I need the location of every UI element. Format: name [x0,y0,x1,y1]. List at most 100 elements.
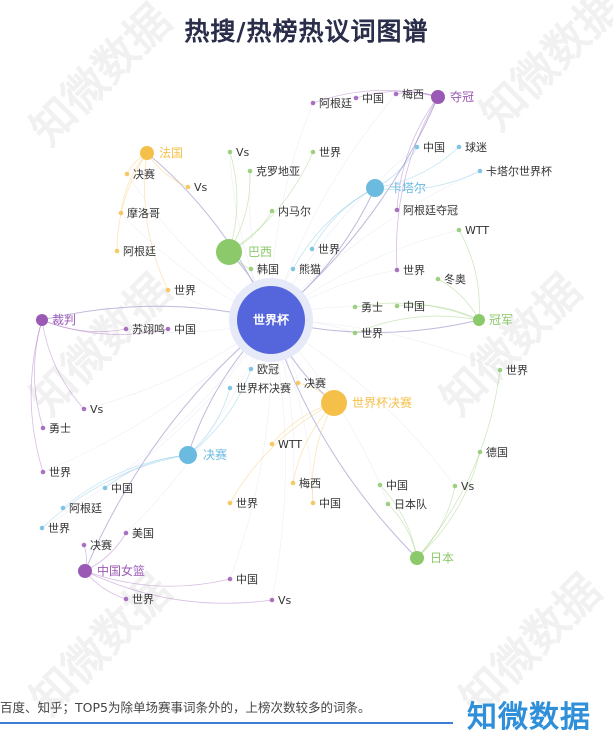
leaf-node[interactable]: 球迷 [456,140,487,154]
footer-note: 百度、知乎；TOP5为除单场赛事词条外的，上榜次数较多的词条。 [0,700,371,715]
leaf-node[interactable]: 世界 [39,522,70,535]
edge [84,570,273,604]
leaf-node[interactable]: 世界 [394,264,425,277]
edge [84,319,272,572]
hub-node[interactable]: 卡塔尔 [366,179,426,197]
leaf-node[interactable]: 德国 [477,445,508,459]
leaf-node[interactable]: 世界 [165,284,196,297]
leaf-node[interactable]: 中国 [377,479,408,492]
leaf-dot [102,485,108,491]
leaf-node[interactable]: Vs [185,181,208,194]
leaf-node[interactable]: 中国 [394,300,425,313]
leaf-dot [124,171,130,177]
leaf-node[interactable]: 阿根廷夺冠 [394,203,458,217]
leaf-label: 美国 [132,527,154,540]
leaf-dot [452,483,458,489]
leaf-label: Vs [194,181,208,194]
leaf-node[interactable]: 中国 [165,323,196,336]
leaf-dot [81,406,87,412]
hub-node[interactable]: 冠军 [473,313,513,327]
leaf-dot [123,326,129,332]
leaf-dot [40,425,46,431]
leaf-label: Vs [278,594,292,607]
leaf-node[interactable]: 摩洛哥 [118,206,160,220]
leaf-node[interactable]: 世界 [123,593,154,606]
leaf-node[interactable]: 克罗地亚 [247,165,300,178]
hub-node[interactable]: 日本 [410,551,454,565]
leaf-node[interactable]: 中国 [310,497,341,510]
leaf-node[interactable]: 世界 [352,327,383,340]
hub-node[interactable]: 世界杯决赛 [321,390,412,416]
leaf-node[interactable]: Vs [227,146,250,159]
leaf-label: 阿根廷夺冠 [403,203,458,217]
leaf-node[interactable]: 美国 [123,527,154,540]
leaf-node[interactable]: 中国 [227,573,258,586]
leaf-node[interactable]: 梅西 [290,476,321,490]
leaf-node[interactable]: 卡塔尔世界杯 [477,164,552,178]
leaf-dot [394,207,400,213]
hub-node[interactable]: 中国女篮 [78,563,145,578]
hub-node[interactable]: 夺冠 [431,90,474,104]
leaf-label: 欧冠 [257,363,279,376]
leaf-node[interactable]: 阿根廷 [310,96,352,110]
leaf-label: 世界 [236,497,258,510]
leaf-dot [40,469,46,475]
leaf-dot [165,287,171,293]
hub-node[interactable]: 法国 [140,146,183,160]
leaf-dot [352,304,358,310]
leaf-node[interactable]: WTT [269,438,303,451]
leaf-node[interactable]: Vs [452,480,475,493]
leaf-label: 苏翊鸣 [132,322,165,336]
leaf-node[interactable]: 勇士 [40,422,71,435]
leaf-node[interactable]: 中国 [102,482,133,495]
leaf-node[interactable]: 苏翊鸣 [123,322,165,336]
leaf-dot [227,500,233,506]
leaf-label: 中国 [236,573,258,586]
leaf-node[interactable]: 欧冠 [248,363,279,376]
leaf-node[interactable]: 中国 [353,92,384,105]
leaf-node[interactable]: Vs [81,403,104,416]
leaf-node[interactable]: 决赛 [124,167,155,181]
edge [41,319,85,410]
leaf-node[interactable]: 韩国 [248,262,279,276]
leaf-label: 决赛 [90,538,112,552]
edge [355,90,439,99]
hub-node[interactable]: 决赛 [179,446,227,464]
leaf-node[interactable]: 阿根廷 [60,501,102,515]
leaf-node[interactable]: 世界 [309,243,340,256]
leaf-label: 世界 [506,364,528,377]
hub-node[interactable]: 裁判 [36,313,76,327]
leaf-node[interactable]: 内马尔 [269,204,311,218]
network-graph: 梅西中国阿根廷阿根廷夺冠世界夺冠决赛Vs摩洛哥阿根廷世界法国中国球迷卡塔尔世界杯… [30,87,552,607]
leaf-dot [123,596,129,602]
leaf-node[interactable]: 阿根廷 [114,244,156,258]
center-node[interactable]: 世界杯 [237,286,305,354]
leaf-node[interactable]: 日本队 [385,497,427,511]
leaf-node[interactable]: 决赛 [295,376,326,390]
leaf-dot [248,366,254,372]
leaf-node[interactable]: 勇士 [352,301,383,314]
leaf-label: 韩国 [257,262,279,276]
leaf-node[interactable]: 决赛 [81,538,112,552]
leaf-label: WTT [465,224,489,237]
leaf-dot [123,530,129,536]
leaf-node[interactable]: WTT [456,224,490,237]
leaf-dot [165,326,171,332]
leaf-node[interactable]: 世界 [40,466,71,479]
edge [396,96,439,211]
leaf-node[interactable]: 世界 [310,146,341,159]
leaf-node[interactable]: 熊猫 [290,262,321,276]
leaf-node[interactable]: 世界 [227,497,258,510]
leaf-node[interactable]: 世界杯决赛 [227,381,291,395]
leaf-node[interactable]: 梅西 [393,87,424,101]
leaf-label: 世界 [48,522,70,535]
leaf-node[interactable]: 世界 [497,364,528,377]
hub-dot [179,446,197,464]
leaf-node[interactable]: Vs [269,594,292,607]
leaf-node[interactable]: 中国 [414,141,445,154]
hub-node[interactable]: 巴西 [216,239,272,265]
leaf-label: 世界 [318,243,340,256]
leaf-node[interactable]: 冬奥 [435,272,466,286]
leaf-dot [393,91,399,97]
leaf-dot [248,266,254,272]
